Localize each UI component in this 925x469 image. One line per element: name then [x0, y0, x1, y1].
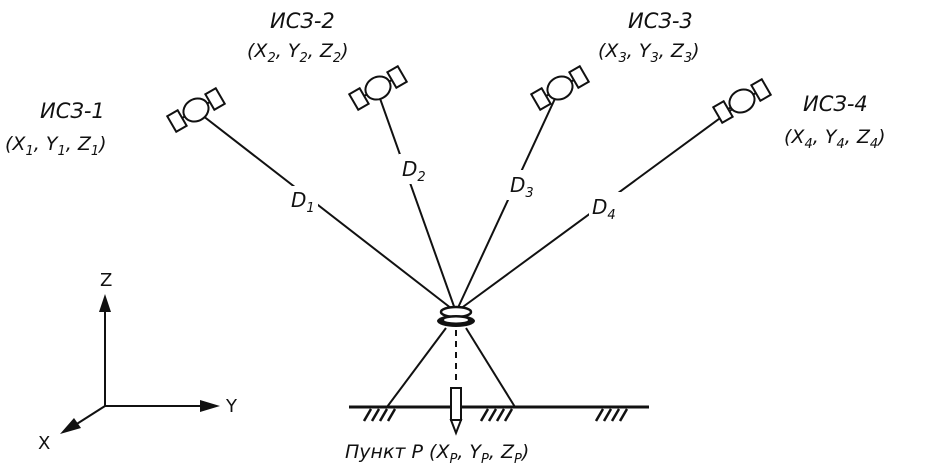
ground-line [349, 405, 649, 422]
range-line-3 [455, 89, 560, 313]
satellite-3-icon [529, 64, 591, 112]
satellite-2-name: ИСЗ-2 [270, 9, 335, 33]
range-lines [197, 89, 743, 313]
satellite-4-coords: (X4, Y4, Z4) [784, 126, 886, 152]
satellite-3-name: ИСЗ-3 [628, 9, 693, 33]
ground-marker-icon [449, 387, 463, 436]
y-axis-label: Y [225, 396, 238, 417]
point-label: Пункт P (XP, YP, ZP) [345, 441, 529, 467]
satellite-3-coords: (X3, Y3, Z3) [598, 40, 700, 66]
satellite-2-icon [347, 64, 409, 112]
distance-label-1: D1 [291, 188, 315, 216]
satellite-2-coords: (X2, Y2, Z2) [247, 40, 349, 66]
x-axis-label: X [38, 433, 50, 454]
z-axis-label: Z [100, 270, 112, 291]
receiver-tripod-icon [386, 305, 516, 408]
distance-label-3: D3 [510, 173, 534, 201]
satellite-4-name: ИСЗ-4 [803, 92, 868, 116]
distance-label-2: D2 [402, 157, 426, 185]
range-line-1 [197, 111, 457, 313]
coordinate-axes [60, 294, 220, 434]
satellite-1-icon [165, 86, 227, 134]
satellite-1-name: ИСЗ-1 [40, 99, 105, 123]
range-line-2 [376, 89, 457, 313]
distance-label-4: D4 [592, 195, 616, 223]
satellite-4-icon [711, 77, 773, 125]
satellite-1-coords: (X1, Y1, Z1) [5, 133, 107, 159]
